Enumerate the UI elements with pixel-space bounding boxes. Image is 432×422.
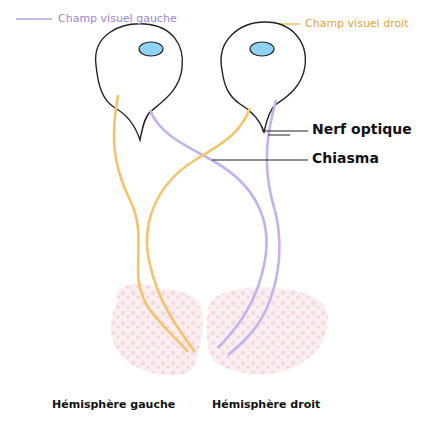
right-eye <box>221 22 305 132</box>
legend-text: Champ visuel droit <box>305 17 409 30</box>
part-label: Chiasma <box>312 150 379 166</box>
hemisphere-label: Hémisphère droit <box>212 398 320 411</box>
right-iris <box>250 42 274 56</box>
leader-line <box>262 131 308 132</box>
left-hemisphere <box>111 284 202 375</box>
right-nasal-fibers <box>147 108 250 352</box>
right-hemisphere <box>207 287 328 374</box>
leader-line <box>268 135 290 136</box>
left-eye <box>96 24 183 140</box>
left-temporal-fibers <box>114 95 188 352</box>
legend-line-purple <box>16 18 52 20</box>
hemisphere-label: Hémisphère gauche <box>52 398 175 411</box>
left-iris <box>139 42 163 56</box>
legend-text: Champ visuel gauche <box>58 12 177 25</box>
right-temporal-fibers <box>228 100 279 355</box>
part-label: Nerf optique <box>312 121 412 137</box>
leader-line <box>212 160 308 161</box>
